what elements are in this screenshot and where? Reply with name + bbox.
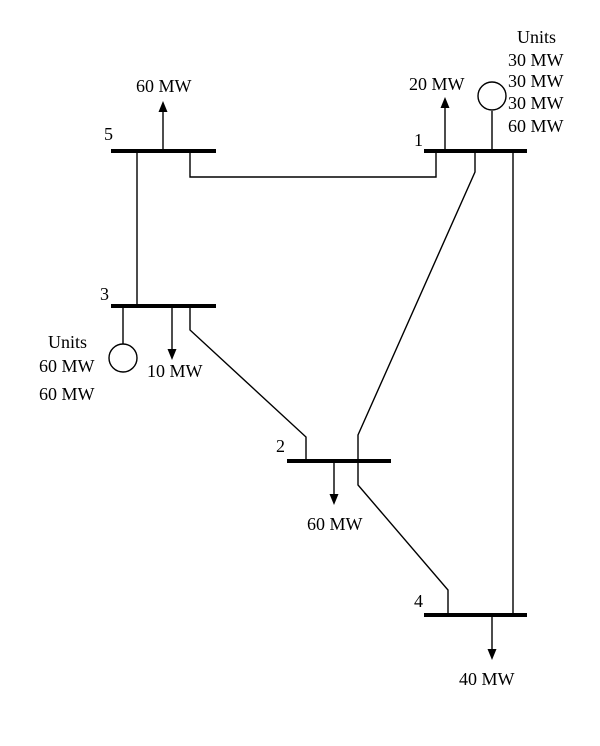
- load-label-bus4: 40 MW: [459, 669, 515, 689]
- unit-rating: 60 MW: [508, 116, 564, 136]
- units-title-bus3: Units: [48, 332, 87, 352]
- bus-label-2: 2: [276, 436, 285, 456]
- generator-icon: [108, 343, 138, 373]
- load-label-bus1: 20 MW: [409, 74, 465, 94]
- line-3-2: [189, 306, 307, 461]
- bus-label-3: 3: [100, 284, 109, 304]
- generator-icon: [477, 81, 507, 111]
- generator-bus3: [108, 306, 138, 373]
- load-arrow-bus1: [440, 97, 450, 151]
- load-label-bus2: 60 MW: [307, 514, 363, 534]
- unit-rating: 30 MW: [508, 71, 564, 91]
- unit-rating: 30 MW: [508, 50, 564, 70]
- line-2-4: [357, 461, 449, 615]
- bus-label-4: 4: [414, 591, 423, 611]
- line-5-1: [189, 151, 437, 178]
- load-label-bus3: 10 MW: [147, 361, 203, 381]
- unit-rating: 60 MW: [39, 356, 95, 376]
- load-arrow-bus3: [167, 306, 177, 360]
- generator-bus1: [477, 81, 507, 151]
- unit-rating: 30 MW: [508, 93, 564, 113]
- bus-label-5: 5: [104, 124, 113, 144]
- load-arrow-bus4: [487, 615, 497, 660]
- units-title-bus1: Units: [517, 27, 556, 47]
- bus-label-1: 1: [414, 130, 423, 150]
- load-arrow-bus5: [158, 101, 168, 151]
- line-1-2: [357, 151, 476, 461]
- load-arrow-bus2: [329, 461, 339, 505]
- unit-rating: 60 MW: [39, 384, 95, 404]
- load-label-bus5: 60 MW: [136, 76, 192, 96]
